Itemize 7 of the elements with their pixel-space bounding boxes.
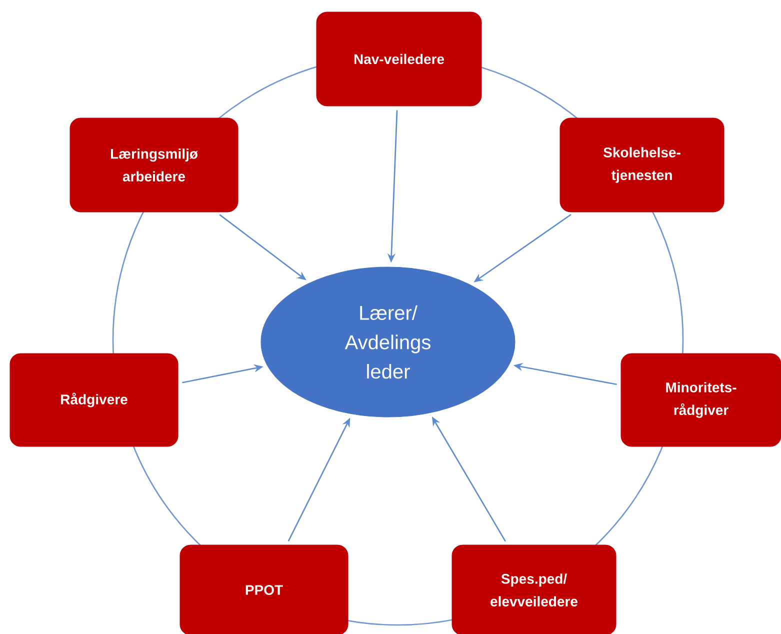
role-box: PPOT <box>180 544 348 634</box>
role-box: Spes.ped/ elevveiledere <box>452 544 616 634</box>
role-box: Minoritets-rådgiver <box>620 353 781 447</box>
role-box: Rådgivere <box>10 353 178 447</box>
role-box: Skolehelse-tjenesten <box>560 118 724 212</box>
role-box: Læringsmiljø arbeidere <box>70 118 238 212</box>
role-box: Nav-veiledere <box>316 12 482 106</box>
